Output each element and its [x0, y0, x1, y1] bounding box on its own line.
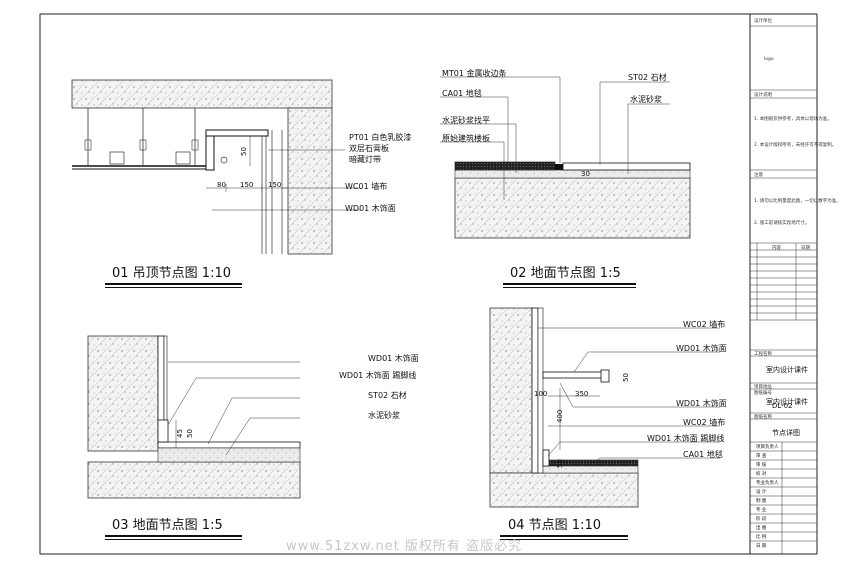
tb-drawing-name: 节点详图	[772, 429, 800, 437]
tb-design-unit: 设计单位	[754, 19, 772, 24]
detail-01-ceiling	[71, 79, 360, 255]
d04-label-wd01-top: WD01 木饰面	[676, 344, 727, 353]
detail-04-title-underline	[500, 535, 628, 537]
detail-04-title: 04 节点图 1:10	[508, 518, 601, 533]
d02-label-mortar: 水泥砂浆	[630, 95, 662, 104]
tb-logo: logo	[764, 57, 774, 62]
d03-label-wd01: WD01 木饰面	[368, 354, 419, 363]
d01-label-cove-light: 暗藏灯带	[349, 155, 381, 164]
d04-dim-100: 100	[534, 390, 548, 398]
d04-dim-50-bottom: 50	[556, 459, 564, 468]
d01-dim-150b: 150	[268, 181, 282, 189]
d03-label-st02: ST02 石材	[368, 391, 407, 400]
tb-role-1: 审 查	[756, 454, 767, 459]
tb-note-2: 2. 本设计版权所有，未经许可不得复制。	[754, 143, 837, 148]
tb-role-10: 比 例	[756, 535, 767, 540]
tb-role-6: 制 图	[756, 499, 767, 504]
tb-project-name: 室内设计课件	[766, 366, 808, 374]
d03-dim-45: 45	[176, 429, 184, 438]
d01-label-wc01: WC01 墙布	[345, 182, 388, 191]
d04-dim-350: 350	[575, 390, 589, 398]
tb-note-1: 1. 本图纸仅供参考，具体以现场为准。	[754, 117, 832, 122]
watermark: www.51zxw.net 版权所有 盗版必究	[286, 539, 523, 554]
tb-attention-1: 1. 请勿以比例量度此图，一切以数字为准。	[754, 199, 841, 204]
tb-role-0: 项目负责人	[756, 445, 779, 450]
tb-role-8: 阶 段	[756, 517, 767, 522]
d04-dim-400: 400	[556, 409, 564, 423]
tb-role-7: 专 业	[756, 508, 767, 513]
d01-label-gypsum: 双层石膏板	[349, 144, 389, 153]
d04-label-wc02-mid: WC02 墙布	[683, 418, 726, 427]
d02-label-ca01: CA01 地毯	[442, 89, 482, 98]
tb-role-4: 专业负责人	[756, 481, 779, 486]
tb-drawing-name-label: 图纸名称	[754, 415, 772, 420]
d02-label-slab: 原始建筑楼板	[442, 134, 490, 143]
tb-role-5: 设 计	[756, 490, 767, 495]
detail-01-title-underline	[105, 283, 242, 285]
title-block	[750, 25, 817, 554]
detail-03-floor	[87, 335, 301, 499]
tb-drawing-no-label: 图纸编号	[754, 391, 772, 396]
tb-project-addr: 室内设计课件	[766, 398, 808, 406]
d01-dim-50: 50	[240, 147, 248, 156]
d04-dim-50-top: 50	[622, 373, 630, 382]
d04-label-ca01: CA01 地毯	[683, 450, 723, 459]
d04-label-wc02-top: WC02 墙布	[683, 320, 726, 329]
detail-02-title-underline-thin	[503, 287, 636, 288]
tb-drawing-no: DL-02	[772, 402, 793, 410]
d01-label-pt01: PT01 白色乳胶漆	[349, 133, 412, 142]
detail-02-title-underline	[503, 283, 636, 285]
tb-attention-2: 2. 施工前请核实现场尺寸。	[754, 221, 810, 226]
d02-label-mt01: MT01 金属收边条	[442, 69, 507, 78]
tb-rev-date: 日期	[801, 246, 810, 251]
tb-rev-content: 内容	[772, 246, 781, 251]
detail-01-title-underline-thin	[105, 287, 242, 288]
tb-role-3: 校 对	[756, 472, 767, 477]
d02-label-leveling: 水泥砂浆找平	[442, 116, 490, 125]
d03-dim-50: 50	[186, 429, 194, 438]
sheet-frame	[39, 13, 818, 555]
detail-01-title: 01 吊顶节点图 1:10	[112, 266, 231, 281]
tb-attention-title: 注意	[754, 173, 763, 178]
detail-03-title-underline-thin	[105, 539, 242, 540]
tb-role-2: 审 核	[756, 463, 767, 468]
d03-label-skirting: WD01 木饰面 踢脚线	[339, 371, 417, 380]
d04-label-skirting: WD01 木饰面 踢脚线	[647, 434, 725, 443]
tb-notes-title: 设计说明	[754, 93, 772, 98]
d02-label-st02: ST02 石材	[628, 73, 667, 82]
detail-02-floor	[440, 76, 691, 239]
detail-02-title: 02 地面节点图 1:5	[510, 266, 621, 281]
d01-dim-150a: 150	[240, 181, 254, 189]
detail-04-title-underline-thin	[500, 539, 628, 540]
tb-project-addr-label: 项目地址	[754, 385, 772, 390]
d04-label-wd01-mid: WD01 木饰面	[676, 399, 727, 408]
detail-03-title: 03 地面节点图 1:5	[112, 518, 223, 533]
tb-role-11: 日 期	[756, 544, 767, 549]
tb-project-name-label: 工程名称	[754, 352, 772, 357]
d02-dim-30: 30	[581, 170, 590, 178]
d01-dim-80: 80	[217, 181, 226, 189]
tb-role-9: 出 图	[756, 526, 767, 531]
detail-03-title-underline	[105, 535, 242, 537]
d01-label-wd01: WD01 木饰面	[345, 204, 396, 213]
d03-label-mortar: 水泥砂浆	[368, 411, 400, 420]
detail-04-node	[489, 307, 720, 508]
